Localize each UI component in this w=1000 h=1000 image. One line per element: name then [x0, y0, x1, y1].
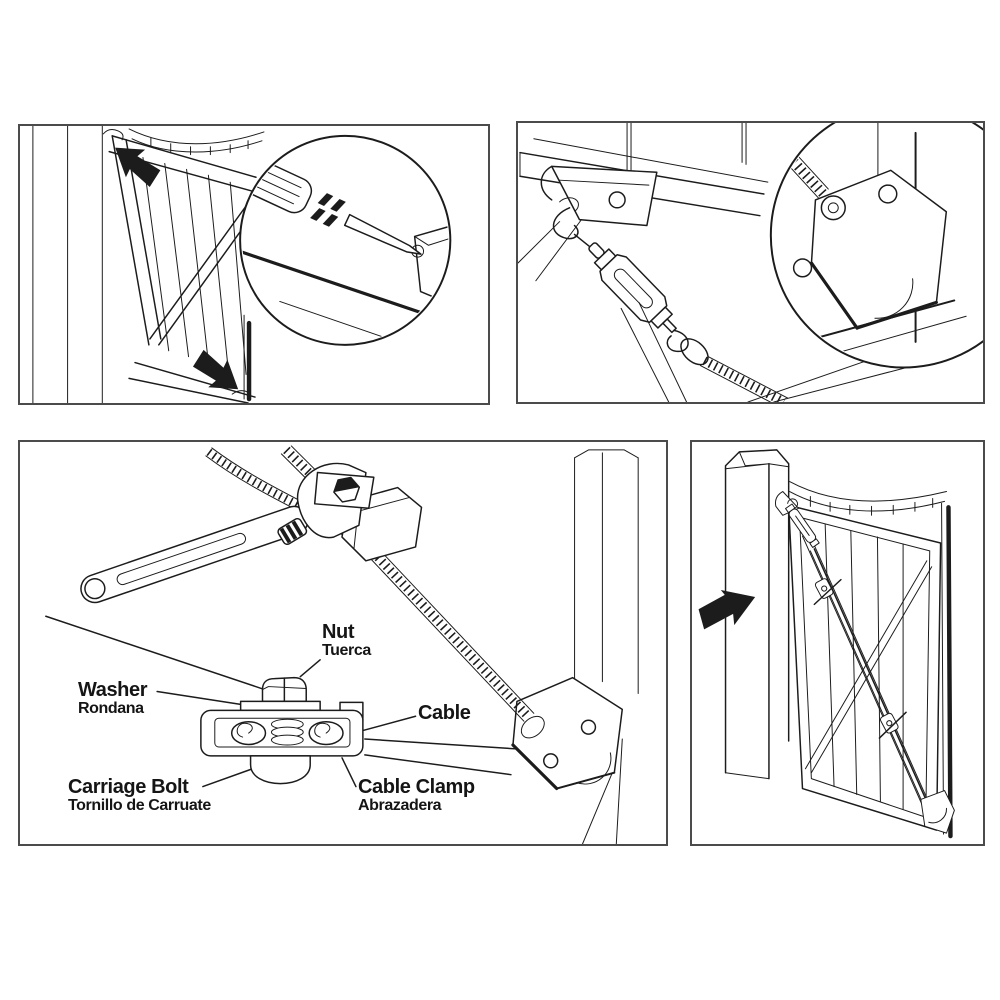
screwdriver-shaft: [343, 213, 422, 255]
step-2-illustration: [518, 123, 983, 402]
diagonal-brace: [149, 194, 255, 340]
hex-nut-gripped: [333, 476, 361, 503]
step-1-illustration: [32, 126, 452, 403]
label-carriage-bolt-en: Carriage Bolt: [68, 776, 189, 798]
cable-eye: [680, 338, 789, 402]
turnbuckle-hook: [666, 329, 689, 353]
washer-part: [239, 700, 321, 712]
cable: [813, 548, 932, 812]
gate-stile: [574, 449, 639, 694]
label-cable-en: Cable: [418, 702, 471, 724]
corner-bracket: [540, 165, 658, 227]
gate-post: [724, 449, 790, 780]
arrow-right: [698, 590, 756, 630]
leader-lines: [45, 615, 518, 788]
nut-leader: [299, 659, 321, 678]
cable-tail-1: [813, 578, 842, 606]
panel-step-2-turnbuckle-hookup: [516, 121, 985, 404]
fence-post: [32, 126, 103, 403]
latch-post-edge: [231, 314, 252, 402]
turnbuckle: [588, 242, 689, 353]
panel-step-1-sagging-gate: [18, 124, 490, 405]
carriage-bolt-part: [249, 755, 311, 785]
label-washer: Washer Rondana: [78, 679, 148, 717]
cable-clamp-leader: [341, 757, 357, 788]
magnifier-detail: [239, 134, 452, 346]
label-cable-clamp: Cable Clamp Abrazadera: [358, 777, 475, 814]
label-nut-en: Nut: [322, 621, 355, 643]
gate-edge: [242, 250, 449, 325]
worm-screw: [277, 517, 308, 546]
cable-clamp-1: [814, 578, 834, 599]
fence-sag-curve: [789, 481, 947, 516]
gate: [787, 502, 953, 839]
corner-bracket: [511, 676, 624, 844]
label-washer-es: Rondana: [78, 699, 144, 717]
sagging-fence-top: [128, 128, 265, 156]
cable-assembly: [775, 491, 955, 834]
s-hook: [552, 207, 592, 248]
panel-step-4-finished-gate: [690, 440, 985, 846]
cable-clamp-part: [200, 701, 364, 757]
arrow-up-left: [115, 147, 161, 188]
gate-slats: [824, 523, 904, 810]
cable-clamp-2: [880, 712, 899, 734]
step-3-illustration: [45, 445, 639, 844]
label-carriage-bolt-es: Tornillo de Carruate: [68, 796, 211, 814]
arrow-down-right: [192, 349, 239, 390]
grip-stripes: [310, 193, 346, 227]
panel-step-3-clamp-tightening: Nut Tuerca Washer Rondana Cable Carriage…: [18, 440, 668, 846]
gate-slats: [142, 157, 247, 375]
adjustable-wrench: [80, 462, 375, 604]
cable-eye-hole: [520, 715, 545, 739]
magnifier-detail: [769, 123, 983, 369]
carriage-bolt-leader: [202, 768, 254, 788]
label-carriage-bolt: Carriage Bolt Tornillo de Carruate: [68, 777, 211, 814]
exploded-assembly: [200, 676, 364, 785]
label-cable-clamp-es: Abrazadera: [358, 796, 442, 814]
label-nut: Nut Tuerca: [322, 622, 371, 659]
gate-shadow-edge: [946, 505, 953, 839]
label-nut-es: Tuerca: [322, 641, 371, 659]
label-cable-clamp-en: Cable Clamp: [358, 776, 475, 798]
cable-tail-2: [878, 711, 907, 739]
turnbuckle-small: [785, 503, 820, 548]
washer-leader: [156, 690, 242, 706]
gate-corner-bracket: [102, 129, 124, 141]
label-cable: Cable: [418, 702, 471, 724]
step-4-illustration: [698, 449, 955, 839]
label-washer-en: Washer: [78, 679, 148, 701]
